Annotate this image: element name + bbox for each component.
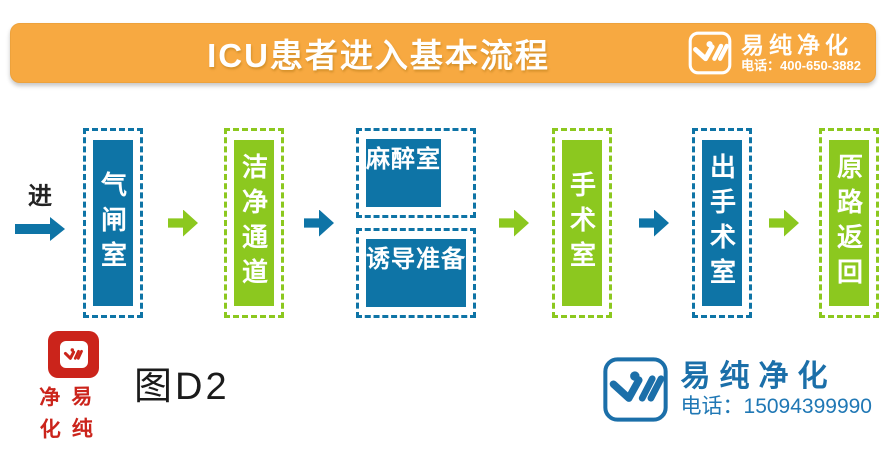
right-arrow-icon	[304, 209, 334, 237]
seal-char: 净	[39, 386, 61, 410]
flow-node-group-anesthesia: 麻醉室 诱导准备	[356, 128, 476, 318]
seal-logo-window	[59, 341, 88, 368]
flow-node-clean-corridor: 洁净通道	[224, 128, 284, 318]
company-seal: 净 易 化 纯	[31, 332, 101, 443]
flow-node-exit-operating-room: 出手术室	[692, 128, 752, 318]
figure-caption: 图D2	[134, 366, 230, 408]
wings-person-logo-icon	[602, 357, 668, 422]
right-arrow-icon	[769, 209, 799, 237]
entry-label: 进	[28, 183, 52, 210]
node-fill: 原路返回	[829, 140, 869, 306]
node-fill: 麻醉室	[366, 139, 441, 207]
header-banner: ICU患者进入基本流程 易纯净化 电话：400-650-3882	[10, 23, 876, 83]
header-brand-name: 易纯净化	[741, 32, 854, 59]
flow-node-operating-room: 手术室	[552, 128, 612, 318]
flow-entry: 进	[15, 176, 65, 241]
seal-logo-block	[49, 332, 98, 377]
right-arrow-icon	[639, 209, 669, 237]
node-label: 原路返回	[833, 153, 864, 293]
wings-person-logo-icon	[688, 31, 732, 75]
seal-char: 易	[71, 385, 93, 409]
wings-person-glyph-icon	[63, 348, 83, 360]
node-label: 麻醉室	[366, 146, 441, 173]
header-brand-phone: 电话：400-650-3882	[741, 58, 861, 74]
flow-node-airlock: 气闸室	[83, 128, 143, 318]
flow-node-induction-prep: 诱导准备	[356, 228, 476, 318]
node-fill: 洁净通道	[234, 140, 274, 306]
node-label: 气闸室	[97, 170, 128, 276]
footer-brand-name: 易纯净化	[680, 359, 837, 393]
header-brand-logo: 易纯净化 电话：400-650-3882	[688, 31, 875, 75]
seal-char: 化	[39, 418, 62, 442]
footer-brand-phone: 电话：15094399990	[680, 395, 872, 419]
right-arrow-icon	[168, 209, 198, 237]
node-fill: 诱导准备	[366, 239, 466, 307]
node-fill: 气闸室	[93, 140, 133, 306]
node-label: 手术室	[566, 170, 597, 276]
seal-char: 纯	[71, 417, 94, 441]
right-arrow-icon	[15, 217, 65, 241]
flow-node-return-route: 原路返回	[819, 128, 879, 318]
footer-brand-logo: 易纯净化 电话：15094399990	[602, 356, 872, 423]
node-label: 洁净通道	[238, 153, 269, 293]
flow-node-anesthesia-room: 麻醉室	[356, 128, 476, 218]
right-arrow-icon	[499, 209, 529, 237]
node-fill: 手术室	[562, 140, 602, 306]
node-fill: 出手术室	[702, 140, 742, 306]
seal-characters: 净 易 化 纯	[33, 380, 98, 443]
node-label: 诱导准备	[366, 246, 466, 273]
page-title: ICU患者进入基本流程	[207, 37, 550, 74]
flow-diagram: 进 气闸室 洁净通道 麻醉室 诱	[15, 128, 879, 318]
node-label: 出手术室	[706, 153, 737, 293]
